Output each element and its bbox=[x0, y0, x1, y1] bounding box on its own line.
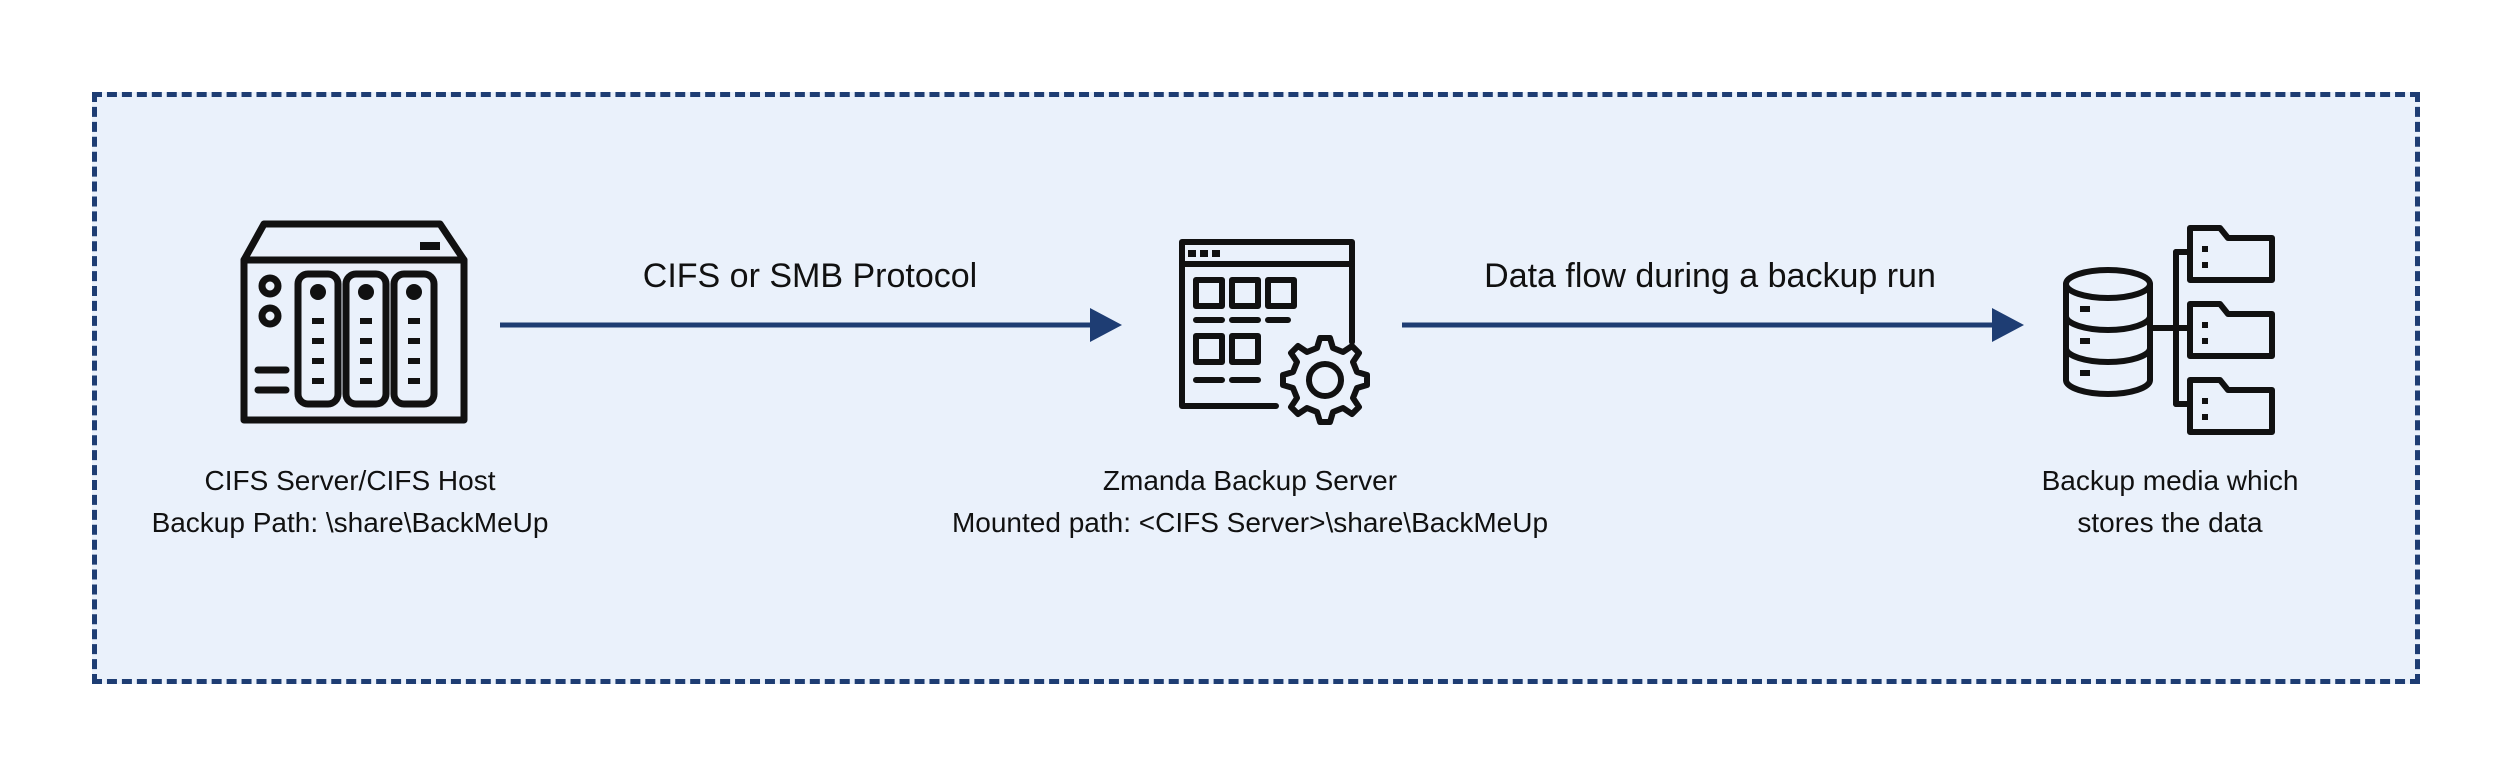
edge-label-data-flow: Data flow during a backup run bbox=[1484, 257, 1936, 295]
edge-label-cifs-protocol: CIFS or SMB Protocol bbox=[642, 257, 978, 295]
backup-server-path: Mounted path: <CIFS Server>\share\BackMe… bbox=[951, 507, 1549, 538]
backup-media-label: Backup media which stores the data bbox=[1960, 460, 2380, 544]
cifs-server-title: CIFS Server/CIFS Host bbox=[204, 465, 496, 496]
database-folders-icon bbox=[2063, 225, 2275, 435]
arrow-server-to-media bbox=[1402, 308, 2024, 342]
backup-media-line-2: stores the data bbox=[2077, 507, 2263, 538]
arrow-cifs-to-server bbox=[500, 308, 1122, 342]
backup-server-title: Zmanda Backup Server bbox=[1102, 465, 1398, 496]
dashed-frame bbox=[92, 92, 2420, 684]
backup-media-line-1: Backup media which bbox=[2041, 465, 2299, 496]
nas-server-icon bbox=[240, 220, 468, 424]
cifs-server-path: Backup Path: \share\BackMeUp bbox=[151, 507, 549, 538]
backup-server-gear-icon bbox=[1179, 239, 1370, 425]
cifs-server-label: CIFS Server/CIFS Host Backup Path: \shar… bbox=[100, 460, 600, 544]
backup-server-label: Zmanda Backup Server Mounted path: <CIFS… bbox=[900, 460, 1600, 544]
